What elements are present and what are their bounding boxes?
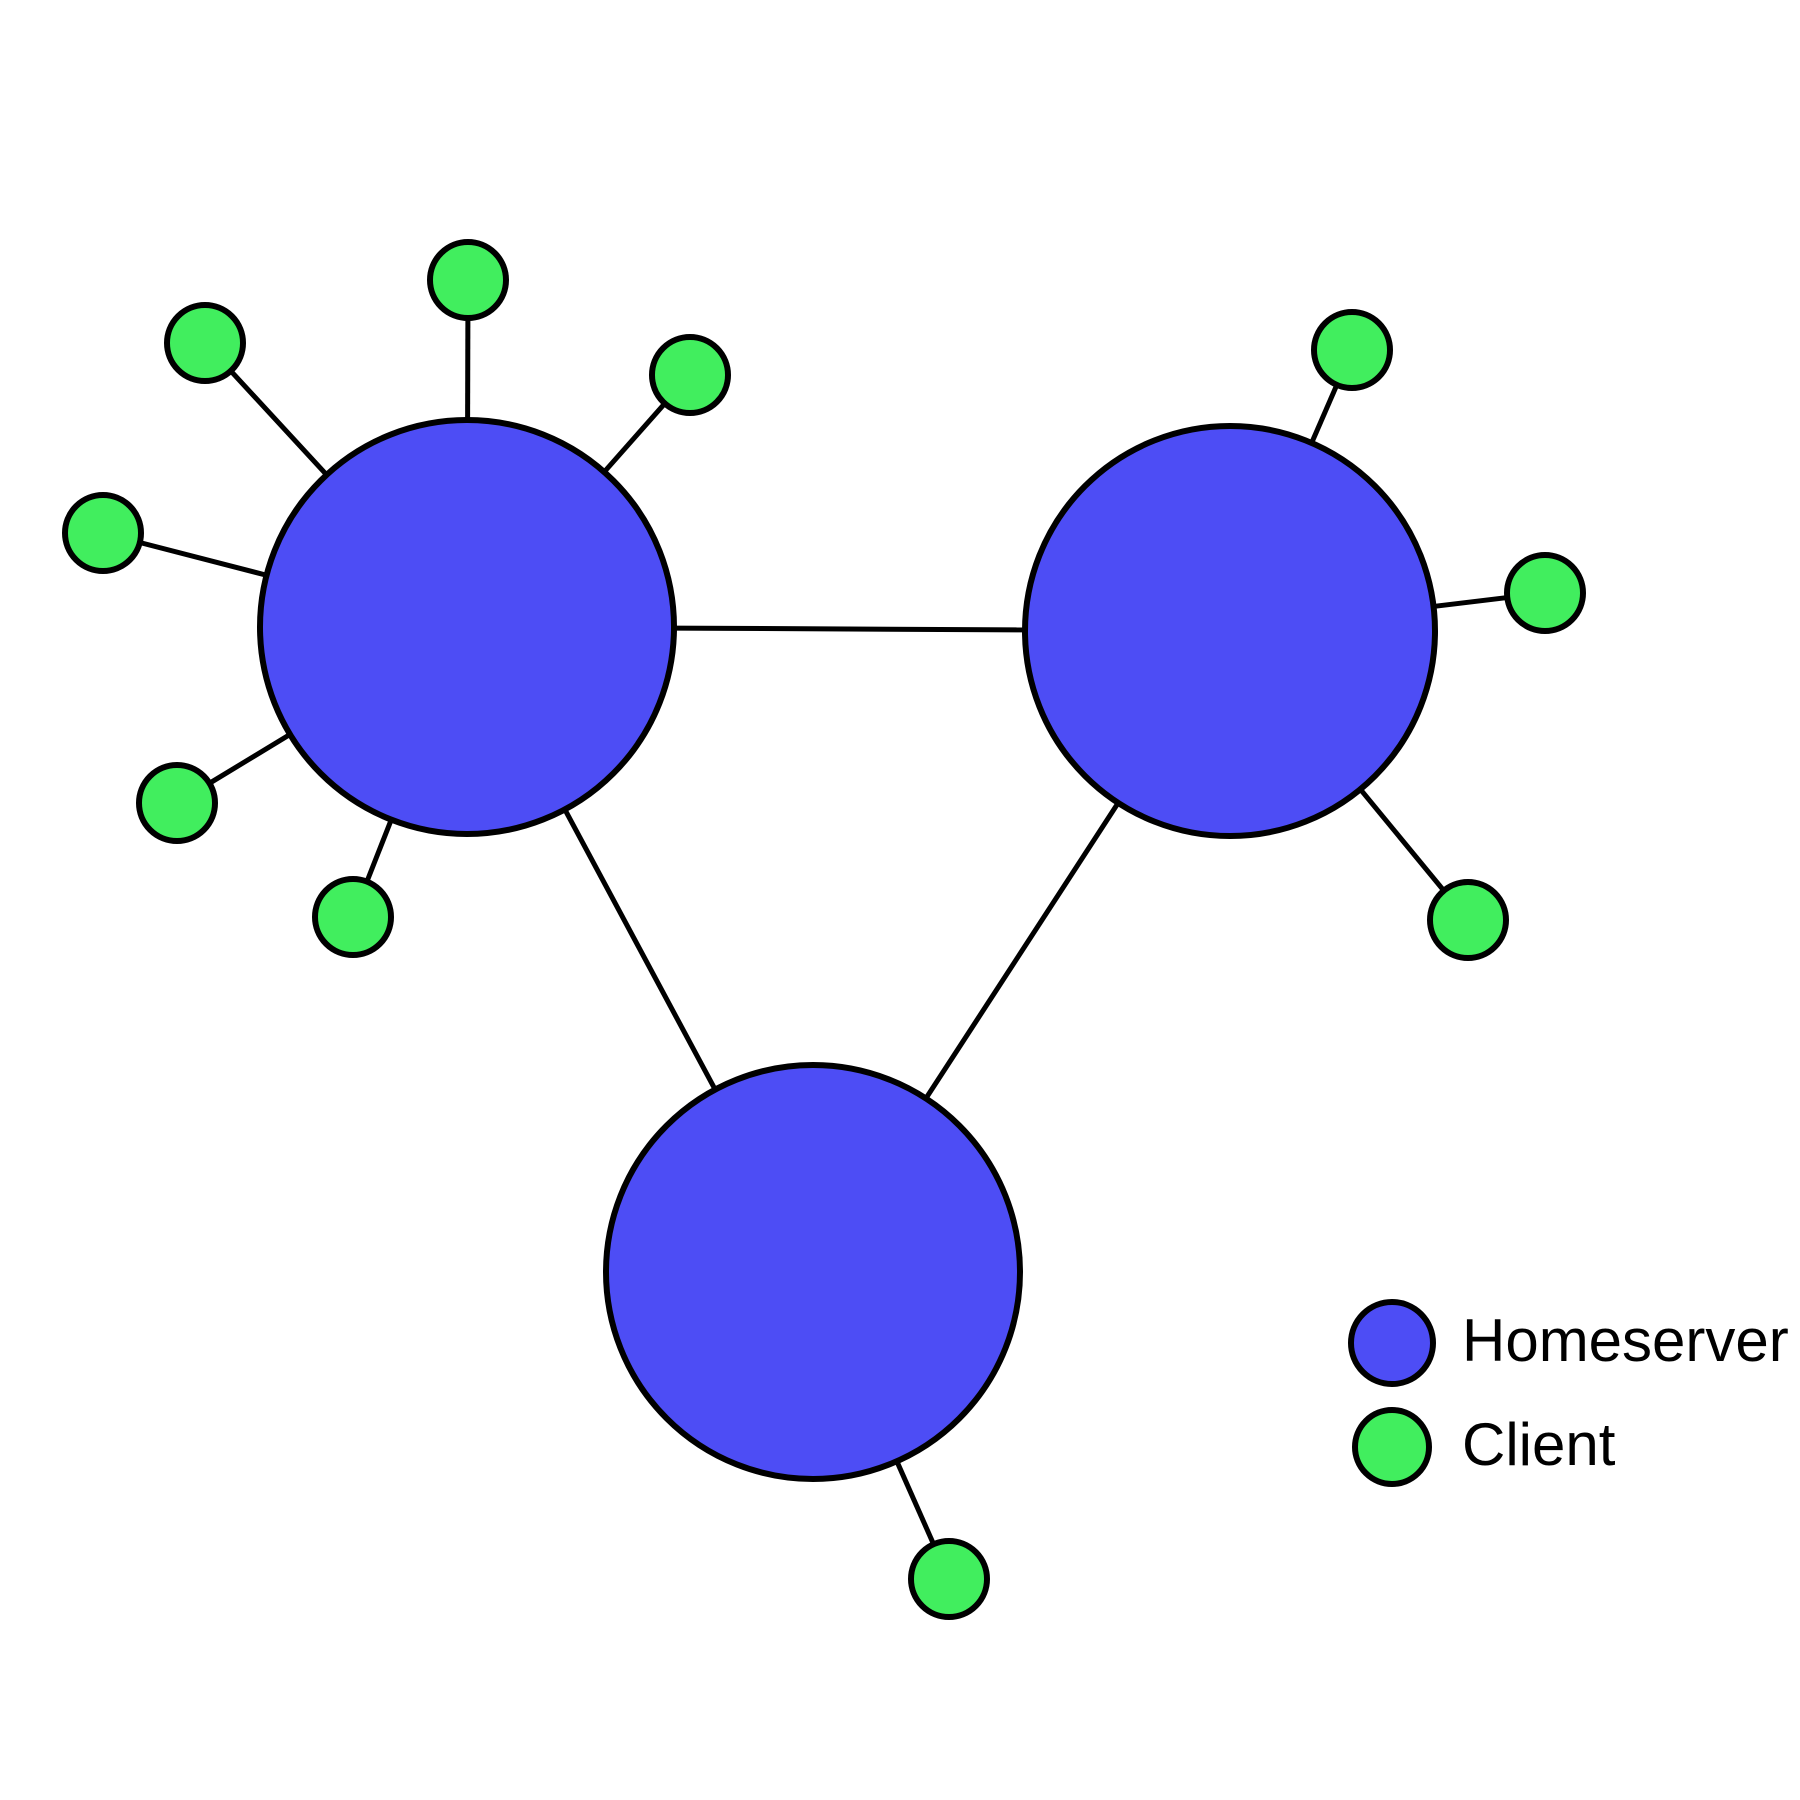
client-node[interactable]: Client — [1427, 879, 1509, 961]
legend-item-homeserver[interactable]: Homeserver — [1348, 1299, 1789, 1387]
client-swatch-icon — [1352, 1407, 1432, 1487]
legend-label: Client — [1462, 1411, 1616, 1478]
client-node[interactable]: Client — [62, 492, 144, 574]
edge-client-server — [1308, 382, 1340, 446]
homeserver-node[interactable]: Homeserver — [1022, 423, 1438, 839]
homeserver-swatch-icon — [1348, 1299, 1436, 1387]
edge-client-server — [227, 367, 330, 479]
legend-item-client[interactable]: Client — [1352, 1407, 1616, 1487]
edge-client-server — [893, 1458, 937, 1548]
edge-client-server — [1357, 786, 1448, 894]
client-node[interactable]: Client — [427, 239, 509, 321]
edge-client-server — [1431, 594, 1510, 610]
nodes-layer: HomeserverHomeserverHomeserverClientClie… — [62, 239, 1586, 1620]
homeserver-node[interactable]: Homeserver — [257, 417, 677, 837]
edge-client-server — [137, 539, 270, 579]
edge-client-server — [600, 400, 669, 476]
homeserver-node[interactable]: Homeserver — [603, 1062, 1023, 1482]
edges-layer — [137, 315, 1510, 1548]
client-node[interactable]: Client — [164, 302, 246, 384]
edge-federation — [671, 625, 1028, 633]
client-node[interactable]: Client — [1311, 309, 1393, 391]
client-node[interactable]: Client — [908, 1538, 990, 1620]
legend-label: Homeserver — [1462, 1307, 1789, 1374]
edge-federation — [561, 806, 719, 1093]
edge-federation — [922, 799, 1122, 1102]
client-node[interactable]: Client — [1504, 552, 1586, 634]
client-node[interactable]: Client — [649, 334, 731, 416]
edge-client-server — [363, 816, 395, 885]
client-node[interactable]: Client — [136, 762, 218, 844]
client-node[interactable]: Client — [312, 876, 394, 958]
edge-client-server — [206, 731, 294, 787]
